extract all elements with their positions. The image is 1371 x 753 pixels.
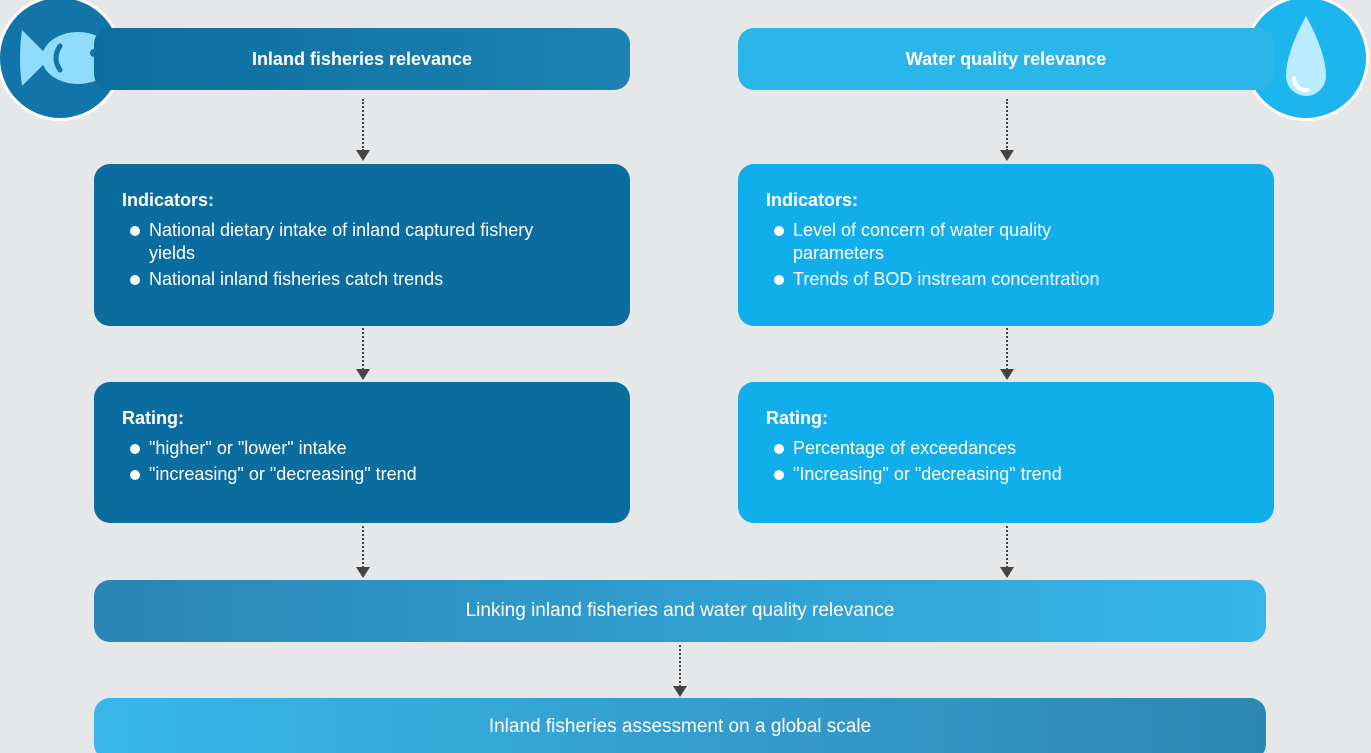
list-item: Level of concern of water quality parame… [766,219,1246,265]
water-relevance-label: Water quality relevance [905,48,1107,69]
water-rating-box: Rating: Percentage of exceedances "Incre… [738,382,1274,523]
arrow-water-indicators-to-rating [999,328,1015,380]
global-assessment-label: Inland fisheries assessment on a global … [488,716,872,737]
water-rating-title: Rating: [766,408,828,428]
arrow-linking-to-global [672,645,688,697]
list-item: Percentage of exceedances [766,437,1246,460]
arrow-fish-indicators-to-rating [355,328,371,380]
linking-label: Linking inland fisheries and water quali… [465,600,895,621]
arrow-fish-rating-to-linking [355,526,371,578]
bullet-icon [130,444,140,454]
list-item: "higher" or "lower" intake [122,437,602,460]
bullet-icon [774,226,784,236]
list-item: National inland fisheries catch trends [122,268,602,291]
fish-relevance-label: Inland fisheries relevance [251,48,473,69]
bullet-icon [130,470,140,480]
water-indicators-box: Indicators: Level of concern of water qu… [738,164,1274,326]
bullet-icon [774,470,784,480]
bullet-icon [130,226,140,236]
global-assessment-box: Inland fisheries assessment on a global … [94,698,1266,753]
list-item: "increasing" or "decreasing" trend [122,463,602,486]
arrow-water-rating-to-linking [999,526,1015,578]
fish-relevance-header: Inland fisheries relevance [94,28,630,90]
arrow-water-header-to-indicators [999,99,1015,161]
water-relevance-header: Water quality relevance [738,28,1274,90]
linking-box: Linking inland fisheries and water quali… [94,580,1266,642]
fish-indicators-title: Indicators: [122,190,215,210]
water-indicators-title: Indicators: [766,190,859,210]
fish-indicators-box: Indicators: National dietary intake of i… [94,164,630,326]
fish-rating-title: Rating: [122,408,184,428]
list-item: National dietary intake of inland captur… [122,219,602,265]
list-item: Trends of BOD instream concentration [766,268,1246,291]
bullet-icon [774,275,784,285]
bullet-icon [130,275,140,285]
arrow-fish-header-to-indicators [355,99,371,161]
bullet-icon [774,444,784,454]
list-item: "Increasing" or "decreasing" trend [766,463,1246,486]
fish-rating-box: Rating: "higher" or "lower" intake "incr… [94,382,630,523]
